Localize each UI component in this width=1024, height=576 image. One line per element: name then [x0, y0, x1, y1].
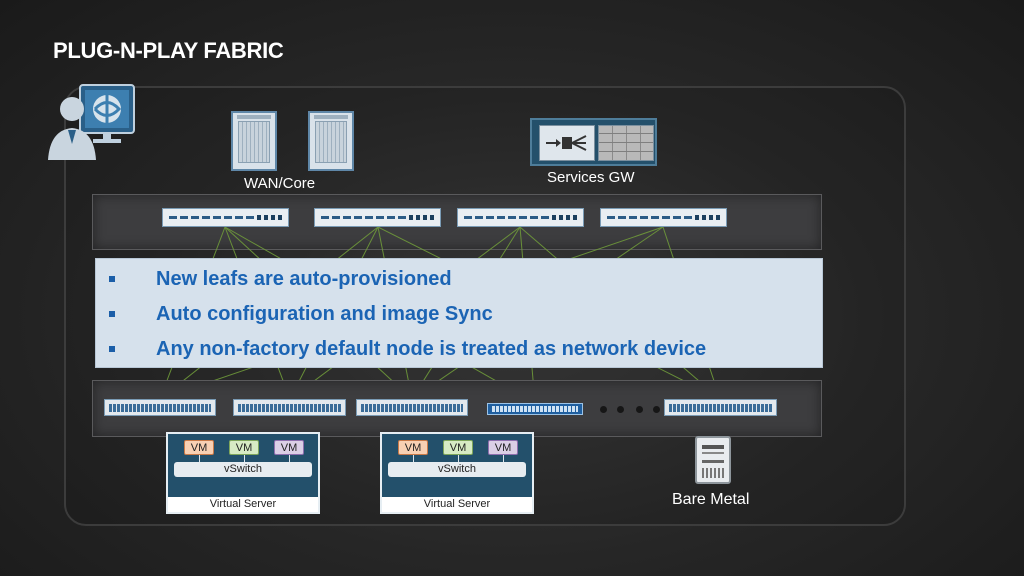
- services-gw-label: Services GW: [547, 169, 635, 186]
- vm-box: VM: [274, 440, 304, 455]
- vm-box: VM: [488, 440, 518, 455]
- vm-box: VM: [229, 440, 259, 455]
- core-router-icon: [231, 111, 277, 171]
- bullet-square-icon: [109, 311, 115, 317]
- vm-box: VM: [184, 440, 214, 455]
- admin-workstation-icon: [48, 84, 135, 160]
- core-router-icon: [308, 111, 354, 171]
- vm-box: VM: [443, 440, 473, 455]
- bullet-text: Auto configuration and image Sync: [156, 303, 493, 325]
- bullet-square-icon: [109, 346, 115, 352]
- ellipsis-dot: [636, 406, 643, 413]
- wan-core-label: WAN/Core: [244, 175, 316, 192]
- bullet-text: Any non-factory default node is treated …: [156, 338, 707, 360]
- new-leaf-switch-icon: [487, 403, 583, 415]
- spine-switch-icon: [162, 208, 289, 227]
- leaf-switch-icon: [356, 399, 468, 416]
- bare-metal-label: Bare Metal: [672, 491, 750, 508]
- ellipsis-dot: [617, 406, 624, 413]
- vswitch-bar: vSwitch: [174, 462, 312, 477]
- bullet-item: Auto configuration and image Sync: [96, 303, 822, 333]
- virtual-server: VM VM VM vSwitch Virtual Server: [166, 432, 320, 514]
- spine-switch-icon: [457, 208, 584, 227]
- virtual-server-label: Virtual Server: [168, 497, 318, 512]
- services-gateway-icon: [530, 118, 657, 166]
- leaf-switch-icon: [233, 399, 346, 416]
- leaf-switch-icon: [104, 399, 216, 416]
- bullet-item: New leafs are auto-provisioned: [96, 268, 822, 298]
- ellipsis-dot: [653, 406, 660, 413]
- server-icon: [695, 436, 731, 484]
- virtual-server: VM VM VM vSwitch Virtual Server: [380, 432, 534, 514]
- page-title: PLUG-N-PLAY FABRIC: [53, 38, 284, 63]
- leaf-switch-icon: [664, 399, 777, 416]
- bullet-square-icon: [109, 276, 115, 282]
- spine-switch-icon: [600, 208, 727, 227]
- spine-switch-icon: [314, 208, 441, 227]
- virtual-server-label: Virtual Server: [382, 497, 532, 512]
- vswitch-bar: vSwitch: [388, 462, 526, 477]
- bullet-item: Any non-factory default node is treated …: [96, 338, 822, 368]
- bullet-text: New leafs are auto-provisioned: [156, 268, 452, 290]
- feature-panel: New leafs are auto-provisioned Auto conf…: [95, 258, 823, 368]
- ellipsis-dot: [600, 406, 607, 413]
- vm-box: VM: [398, 440, 428, 455]
